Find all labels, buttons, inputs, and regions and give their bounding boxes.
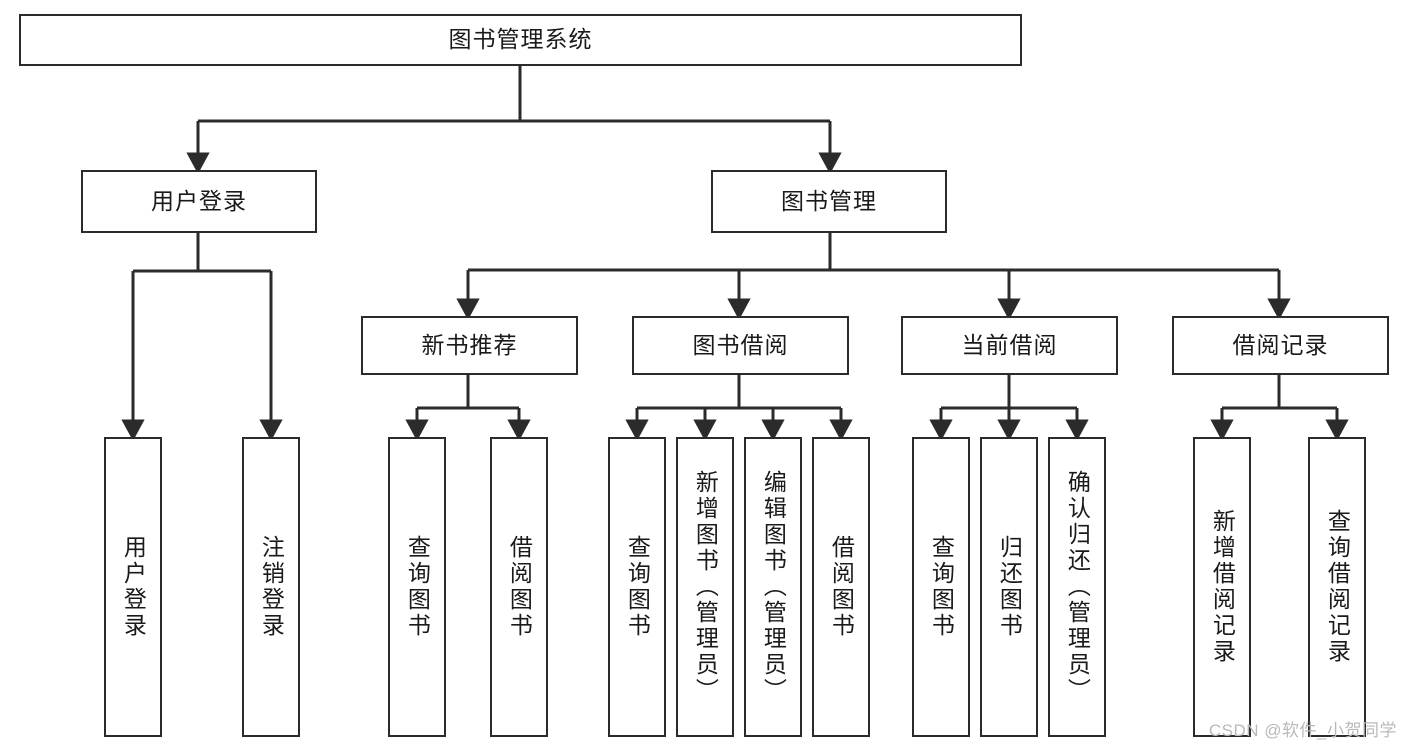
node-label: 借阅图书 xyxy=(828,535,855,639)
node-label: 图书管理系统 xyxy=(448,26,593,53)
node-root-book-management-system[interactable]: 图书管理系统 xyxy=(19,14,1022,66)
node-label: 当前借阅 xyxy=(961,331,1058,358)
node-label: 用户登录 xyxy=(151,187,247,214)
leaf-user-logout[interactable]: 注销登录 xyxy=(242,437,300,737)
leaf-record-query-borrow-record[interactable]: 查询借阅记录 xyxy=(1308,437,1366,737)
leaf-record-add-borrow-record[interactable]: 新增借阅记录 xyxy=(1193,437,1251,737)
leaf-current-query-book[interactable]: 查询图书 xyxy=(912,437,970,737)
leaf-recommend-borrow-book[interactable]: 借阅图书 xyxy=(490,437,548,737)
node-user-login[interactable]: 用户登录 xyxy=(81,170,317,233)
csdn-watermark: CSDN @软件_小贺同学 xyxy=(1208,721,1397,740)
node-label: 图书借阅 xyxy=(692,331,789,358)
node-label: 归还图书 xyxy=(996,535,1023,639)
leaf-user-login[interactable]: 用户登录 xyxy=(104,437,162,737)
node-label: 借阅记录 xyxy=(1232,331,1329,358)
node-label: 编辑图书（管理员） xyxy=(760,470,787,704)
leaf-borrow-add-book-admin[interactable]: 新增图书（管理员） xyxy=(676,437,734,737)
node-label: 查询图书 xyxy=(928,535,955,639)
node-book-borrow[interactable]: 图书借阅 xyxy=(632,316,849,375)
node-label: 图书管理 xyxy=(781,187,877,214)
node-label: 新增借阅记录 xyxy=(1209,509,1236,665)
node-book-management[interactable]: 图书管理 xyxy=(711,170,947,233)
node-new-book-recommend[interactable]: 新书推荐 xyxy=(361,316,578,375)
leaf-recommend-query-book[interactable]: 查询图书 xyxy=(388,437,446,737)
node-borrow-record[interactable]: 借阅记录 xyxy=(1172,316,1389,375)
node-label: 查询借阅记录 xyxy=(1324,509,1351,665)
leaf-current-confirm-return-admin[interactable]: 确认归还（管理员） xyxy=(1048,437,1106,737)
node-label: 用户登录 xyxy=(120,535,147,639)
node-label: 新书推荐 xyxy=(421,331,518,358)
leaf-current-return-book[interactable]: 归还图书 xyxy=(980,437,1038,737)
leaf-borrow-edit-book-admin[interactable]: 编辑图书（管理员） xyxy=(744,437,802,737)
node-current-borrow[interactable]: 当前借阅 xyxy=(901,316,1118,375)
leaf-borrow-borrow-book[interactable]: 借阅图书 xyxy=(812,437,870,737)
node-label: 新增图书（管理员） xyxy=(692,470,719,704)
node-label: 借阅图书 xyxy=(506,535,533,639)
node-label: 确认归还（管理员） xyxy=(1064,470,1091,704)
node-label: 查询图书 xyxy=(404,535,431,639)
leaf-borrow-query-book[interactable]: 查询图书 xyxy=(608,437,666,737)
node-label: 查询图书 xyxy=(624,535,651,639)
node-label: 注销登录 xyxy=(258,535,285,639)
